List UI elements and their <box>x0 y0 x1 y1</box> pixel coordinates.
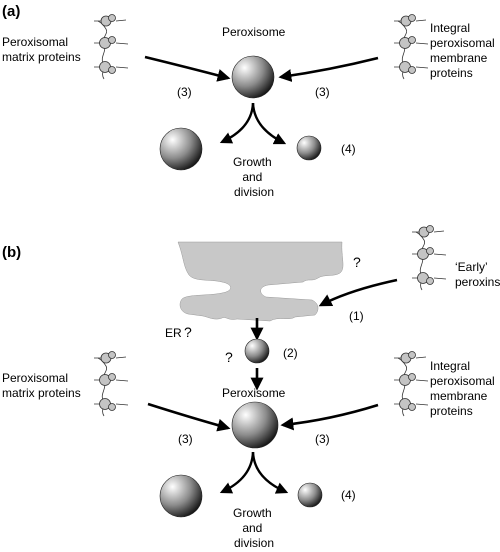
growth-division-label: Growth and division <box>233 155 275 199</box>
peroxisome-sphere <box>231 55 275 99</box>
endoplasmic-reticulum <box>177 241 344 322</box>
arrow-matrix-import-b <box>147 402 231 432</box>
arrow-membrane-import <box>278 56 379 82</box>
matrix-protein-icon <box>93 14 129 80</box>
arrow-growth-right-b <box>251 451 289 494</box>
arrow-early-peroxins <box>318 278 398 307</box>
daughter-peroxisome-large-b <box>159 474 203 518</box>
peroxisome-label: Peroxisome <box>222 25 286 39</box>
arrow-growth-left-b <box>219 451 255 494</box>
step-1: (1) <box>349 309 364 323</box>
membrane-protein-icon-b <box>393 351 429 417</box>
step-3-left: (3) <box>177 85 192 99</box>
matrix-proteins-label: Peroxisomal matrix proteins <box>2 35 81 64</box>
preperoxisome-vesicle <box>244 338 270 364</box>
preperoxisome-question-mark: ? <box>225 349 233 365</box>
step-3-left-b: (3) <box>178 432 193 446</box>
panel-b-label: (b) <box>2 244 21 261</box>
step-4: (4) <box>341 142 356 156</box>
arrow-growth-right <box>251 102 287 145</box>
membrane-proteins-label: Integral peroxisomal membrane proteins <box>430 21 498 80</box>
matrix-protein-icon-b <box>93 351 129 417</box>
step-3-right: (3) <box>315 85 330 99</box>
daughter-peroxisome-small-b <box>297 482 323 508</box>
peroxisome-sphere-b <box>231 401 279 449</box>
growth-division-label-b: Growth and division <box>233 506 275 550</box>
membrane-proteins-label-b: Integral peroxisomal membrane proteins <box>430 359 498 418</box>
membrane-protein-icon <box>393 14 429 80</box>
step-3-right-b: (3) <box>315 432 330 446</box>
matrix-proteins-label-b: Peroxisomal matrix proteins <box>2 371 81 400</box>
er-question-mark: ? <box>184 324 192 340</box>
step-2: (2) <box>283 346 298 360</box>
early-peroxin-icon <box>411 225 447 291</box>
step-4-b: (4) <box>341 488 356 502</box>
panel-a-label: (a) <box>2 3 20 20</box>
daughter-peroxisome-small <box>296 135 322 161</box>
peroxisome-label-b: Peroxisome <box>222 386 286 400</box>
arrow-growth-left <box>219 102 255 144</box>
early-question-mark: ? <box>353 254 361 270</box>
arrow-matrix-import <box>144 55 231 82</box>
daughter-peroxisome-large <box>159 127 203 171</box>
early-peroxins-label: ‘Early’ peroxins <box>455 260 500 289</box>
arrow-membrane-import-b <box>280 403 379 431</box>
er-label: ER <box>165 326 182 340</box>
